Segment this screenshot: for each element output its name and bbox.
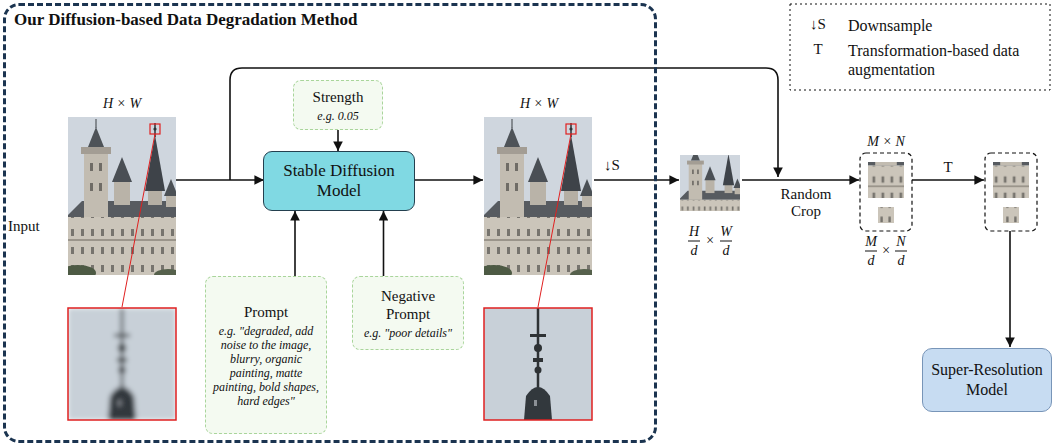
operation-symbol: ↓S [604,157,620,174]
input-image [68,308,176,420]
fraction-bar [720,241,732,242]
flow-arrow [594,179,679,181]
augmented-crop-group [976,127,1056,258]
model-box: Super-Resolution Model [922,348,1052,412]
image-label: Input [8,218,40,235]
flow-arrow [1009,231,1011,347]
flow-arrow [912,179,984,181]
dimension-label: d [691,243,698,259]
dimension-label: H [689,224,699,240]
augmented-crop-group [976,127,1056,258]
output-image [476,117,598,420]
output-image [476,117,598,281]
augmented-crop-group [934,76,1056,259]
dimension-label: W [720,224,732,240]
crop-group [824,127,922,258]
dimension-label: N [896,234,905,250]
dimension-label: M × N [867,134,904,150]
crop-group [854,76,964,224]
parameter-box: Strength e.g. 0.05 [293,80,383,130]
downsampled-image [675,144,743,236]
augmented-crop-group [934,76,1044,224]
dimension-label: × [881,243,890,259]
box-heading: Our Diffusion-based Data Degradation Met… [14,10,357,30]
output-image [538,134,571,307]
box-heading: Strength [313,88,364,106]
crop-group [824,127,922,258]
input-image [68,308,176,420]
box-heading: Stable Diffusion Model [272,161,406,201]
fraction-bar [895,251,907,252]
augmented-crop-group [934,76,1056,259]
input-image [122,134,155,307]
box-body: e.g. "poor details" [364,326,452,340]
output-image [566,124,576,134]
box-body: e.g. "degraded, add noise to the image, … [211,324,321,408]
dimension-label: d [868,253,875,269]
input-image [150,124,160,134]
flow-arrow [413,179,483,181]
box-body: e.g. 0.05 [317,109,358,123]
input-image [68,308,176,420]
legend-text: Transformation-based data augmentation [848,41,1044,79]
prompt-box: Negative Prompt e.g. "poor details" [352,276,464,350]
crop-group [824,76,964,259]
operation-symbol: T [943,159,952,176]
legend-box [790,4,1050,90]
downsampled-image [675,144,743,236]
fraction-bar [865,251,877,252]
flow-arrow [742,179,859,181]
model-box: Stable Diffusion Model [263,151,415,211]
output-image [484,308,592,420]
dimension-label: × [705,233,714,249]
operation-label: Random Crop [776,186,836,220]
dimension-label: d [723,243,730,259]
crop-group [854,76,964,224]
augmented-crop-group [934,76,1044,224]
downsampled-image [675,144,743,236]
box-heading: Prompt [244,303,288,321]
output-image [484,308,592,420]
legend-symbol: T [813,41,822,58]
input-image [60,117,182,281]
box-heading: Super-Resolution Model [931,360,1043,400]
box-heading: Negative Prompt [371,287,446,323]
fraction-bar [688,241,700,242]
output-image [484,308,592,420]
dimension-label: H × W [103,96,141,112]
dimension-label: M [865,234,877,250]
legend-symbol: ↓S [810,16,826,33]
connector-arrow [294,211,296,276]
dimension-label: H × W [520,96,558,112]
method-region: Our Diffusion-based Data Degradation Met… [3,3,657,443]
input-image [60,117,182,281]
connector-arrow [337,130,339,151]
input-image [60,117,182,420]
prompt-box: Prompt e.g. "degraded, add noise to the i… [205,276,327,434]
dimension-label: d [898,253,905,269]
legend-text: Downsample [848,16,1044,35]
output-image [476,117,598,281]
flow-arrow [176,179,264,181]
connector-arrow [383,211,385,276]
